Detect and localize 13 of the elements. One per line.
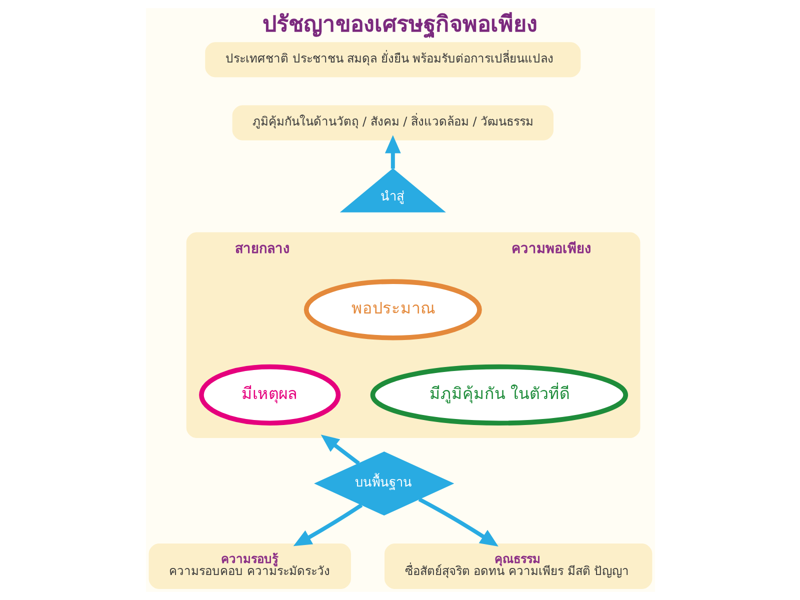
node-diamond: บนพื้นฐาน <box>314 452 454 516</box>
arrow <box>292 503 362 546</box>
node-box: ความรอบรู้ ความรอบคอบ ความระมัดระวัง <box>148 543 350 590</box>
arrow <box>418 497 498 546</box>
node-ellipse: มีเหตุผล <box>198 364 340 426</box>
arrow <box>320 434 360 466</box>
diagram-title: ปรัชญาของเศรษฐกิจพอเพียง <box>262 12 537 38</box>
node-box: ภูมิคุ้มกันในด้านวัตถุ / สังคม / สิ่งแวดล้อม / วัฒนธรรม <box>232 105 554 140</box>
node-box: คุณธรรม ซื่อสัตย์สุจริต อดทน ความเพียร มีสติ ปัญญา <box>384 543 652 590</box>
node-ellipse: พอประมาณ <box>303 279 482 340</box>
node-ellipse: มีภูมิคุ้มกัน ในตัวที่ดี <box>370 364 628 426</box>
arrow <box>384 135 400 169</box>
node-box: ประเทศชาติ ประชาชน สมดุล ยั่งยืน พร้อมรับต่อการเปลี่ยนแปลง <box>204 42 580 78</box>
